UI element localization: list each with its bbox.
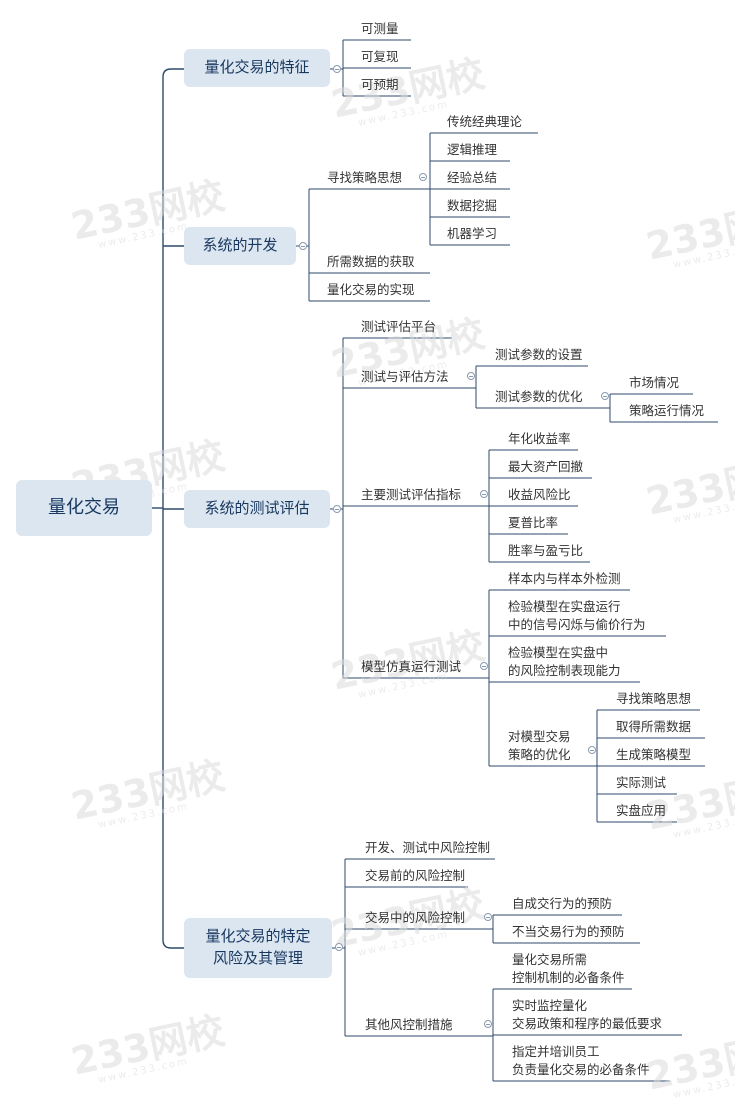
- other-realtime-monitor[interactable]: 实时监控量化交易政策和程序的最低要求: [512, 998, 663, 1031]
- simopt-get-data[interactable]: 取得所需数据: [616, 719, 692, 734]
- test-method[interactable]: 测试与评估方法: [361, 369, 449, 384]
- sim-sample-test[interactable]: 样本内与样本外检测: [508, 571, 621, 586]
- collapse-toggle[interactable]: [335, 943, 343, 951]
- trade-implementation[interactable]: 量化交易的实现: [327, 282, 415, 297]
- collapse-toggle[interactable]: [333, 65, 341, 73]
- feature-measurable[interactable]: 可测量: [361, 21, 399, 36]
- other-staff-training[interactable]: 指定并培训员工负责量化交易的必备条件: [512, 1044, 650, 1077]
- sim-optimization[interactable]: 对模型交易策略的优化: [508, 729, 571, 762]
- collapse-toggle[interactable]: [588, 746, 596, 754]
- metric-win-rate[interactable]: 胜率与盈亏比: [508, 543, 584, 558]
- prevent-improper-trade[interactable]: 不当交易行为的预防: [512, 924, 625, 939]
- risk-dev-test[interactable]: 开发、测试中风险控制: [365, 840, 491, 855]
- simopt-gen-model[interactable]: 生成策略模型: [616, 747, 692, 762]
- risk-other-measures[interactable]: 其他风控制措施: [365, 1017, 453, 1032]
- metric-annual-return[interactable]: 年化收益率: [508, 431, 571, 446]
- collapse-toggle[interactable]: [467, 372, 475, 380]
- risk-during-trade[interactable]: 交易中的风险控制: [365, 910, 466, 925]
- opt-strategy-run[interactable]: 策略运行情况: [629, 403, 705, 418]
- collapse-toggle[interactable]: [484, 913, 492, 921]
- node-risk-management[interactable]: 量化交易的特定 风险及其管理: [184, 918, 332, 978]
- collapse-toggle[interactable]: [601, 392, 609, 400]
- node-system-test[interactable]: 系统的测试评估: [184, 490, 330, 528]
- feature-predictable[interactable]: 可预期: [361, 77, 399, 92]
- idea-machine-learning[interactable]: 机器学习: [447, 226, 498, 241]
- sim-test[interactable]: 模型仿真运行测试: [361, 659, 462, 674]
- test-platform[interactable]: 测试评估平台: [361, 319, 437, 334]
- idea-experience[interactable]: 经验总结: [447, 170, 498, 185]
- idea-classic-theory[interactable]: 传统经典理论: [447, 114, 523, 129]
- idea-data-mining[interactable]: 数据挖掘: [447, 198, 498, 213]
- main-metrics[interactable]: 主要测试评估指标: [361, 487, 462, 502]
- param-setting[interactable]: 测试参数的设置: [495, 347, 583, 362]
- other-control-mechanism[interactable]: 量化交易所需控制机制的必备条件: [512, 952, 625, 985]
- collapse-toggle[interactable]: [299, 242, 307, 250]
- search-strategy-idea[interactable]: 寻找策略思想: [327, 170, 403, 185]
- collapse-toggle[interactable]: [480, 490, 488, 498]
- collapse-toggle[interactable]: [480, 662, 488, 670]
- risk-title-line-2: 风险及其管理: [212, 949, 303, 967]
- sim-risk-test[interactable]: 检验模型在实盘中的风险控制表现能力: [508, 645, 621, 678]
- collapse-toggle[interactable]: [333, 505, 341, 513]
- connector-line: [162, 68, 184, 78]
- collapse-toggle[interactable]: [484, 1020, 492, 1028]
- metric-return-risk[interactable]: 收益风险比: [508, 487, 571, 502]
- sim-signal-test[interactable]: 检验模型在实盘运行中的信号闪烁与偷价行为: [508, 599, 646, 632]
- prevent-self-trade[interactable]: 自成交行为的预防: [512, 896, 613, 911]
- node-system-dev[interactable]: 系统的开发: [184, 227, 296, 265]
- risk-title-line-1: 量化交易的特定: [205, 927, 311, 946]
- simopt-live-apply[interactable]: 实盘应用: [616, 803, 667, 818]
- risk-pre-trade[interactable]: 交易前的风险控制: [365, 868, 466, 883]
- data-acquisition[interactable]: 所需数据的获取: [327, 254, 415, 269]
- feature-reproducible[interactable]: 可复现: [361, 49, 399, 64]
- opt-market[interactable]: 市场情况: [629, 375, 680, 390]
- param-optimization[interactable]: 测试参数的优化: [495, 389, 583, 404]
- metric-max-drawdown[interactable]: 最大资产回撤: [508, 459, 584, 474]
- node-features[interactable]: 量化交易的特征: [184, 49, 330, 87]
- root-node[interactable]: 量化交易: [16, 480, 152, 536]
- idea-logic[interactable]: 逻辑推理: [447, 142, 498, 157]
- collapse-toggle[interactable]: [419, 173, 427, 181]
- simopt-actual-test[interactable]: 实际测试: [616, 775, 667, 790]
- metric-sharpe[interactable]: 夏普比率: [508, 515, 559, 530]
- connector-line: [162, 939, 184, 949]
- simopt-search-idea[interactable]: 寻找策略思想: [616, 691, 692, 706]
